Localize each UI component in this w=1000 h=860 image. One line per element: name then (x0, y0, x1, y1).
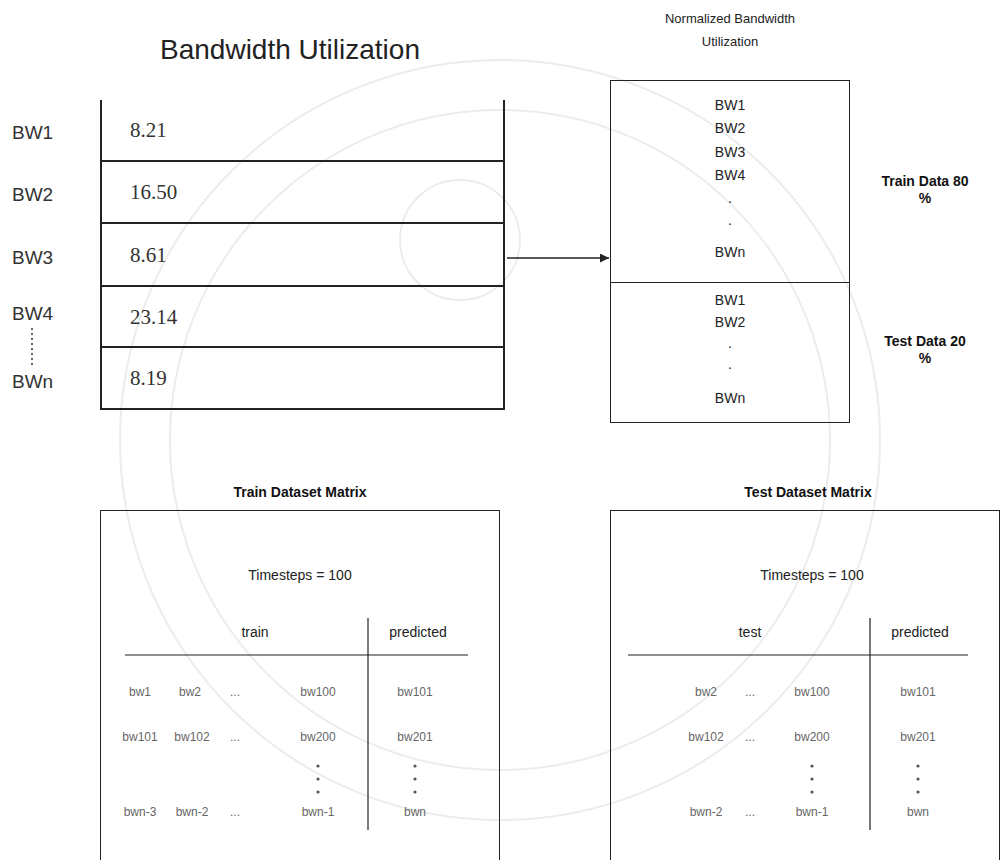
watermark-ring (120, 60, 880, 820)
cell-text: bw201 (900, 730, 935, 744)
cell-text: bwn-2 (176, 805, 209, 819)
watermark-seal (120, 60, 880, 820)
cell-text: bw200 (794, 730, 829, 744)
test-matrix: Test Dataset MatrixTimesteps = 100testpr… (610, 510, 1000, 860)
column-divider (367, 618, 368, 830)
cell-text: bw101 (122, 730, 157, 744)
cell-text: bwn-3 (124, 805, 157, 819)
cell-text: ... (230, 805, 240, 819)
heading: Train Dataset Matrix (233, 484, 366, 501)
ellipsis-dot (916, 777, 919, 780)
cell-text: bw2 (179, 685, 201, 699)
ellipsis-dot (413, 790, 416, 793)
header-rule (125, 654, 468, 655)
cell-text: BW4 (715, 167, 745, 184)
row-label: BW1 (12, 122, 53, 145)
table-frame: 8.2116.508.6123.148.19Bandwidth Utilizat… (100, 100, 505, 410)
column-divider (869, 618, 870, 830)
train-matrix: Train Dataset MatrixTimesteps = 100train… (100, 510, 500, 860)
cell-text: 23.14 (130, 305, 177, 330)
cell-text: bw200 (300, 730, 335, 744)
heading: Bandwidth Utilization (160, 33, 420, 67)
split-label: Test Data 20 % (880, 333, 970, 367)
flow-arrow (507, 257, 609, 259)
cell-text: bw102 (688, 730, 723, 744)
cell-text: bwn-2 (690, 805, 723, 819)
row-label: BW3 (12, 247, 53, 270)
cell-text: Timesteps = 100 (248, 567, 351, 584)
cell-text: ... (230, 685, 240, 699)
table-row: 8.61 (100, 224, 505, 287)
normalized-box: BW1BW2BW3BW4..BWnBW1BW2..BWnNormalized B… (610, 80, 850, 423)
cell-text: bwn-1 (796, 805, 829, 819)
cell-text: bw100 (794, 685, 829, 699)
cell-text: ... (230, 730, 240, 744)
cell-text: BW1 (715, 292, 745, 309)
cell-text: bw2 (695, 685, 717, 699)
cell-text: BWn (715, 244, 745, 261)
cell-text: bw100 (300, 685, 335, 699)
vertical-ellipsis (316, 764, 919, 793)
cell-text: predicted (389, 624, 447, 641)
ellipsis-dot (413, 764, 416, 767)
cell-text: bw102 (174, 730, 209, 744)
test-matrix-lines (628, 618, 968, 830)
cell-text: 8.61 (130, 243, 167, 268)
cell-text: . (728, 335, 732, 352)
cell-text: bw101 (397, 685, 432, 699)
table-row: 8.19 (100, 348, 505, 410)
cell-text: bw201 (397, 730, 432, 744)
cell-text: bwn (404, 805, 426, 819)
train-matrix-lines (125, 618, 468, 830)
ellipsis-dot (810, 777, 813, 780)
cell-text: 8.19 (130, 366, 167, 391)
table-row: 23.14 (100, 287, 505, 348)
ellipsis-dot (413, 777, 416, 780)
test-section: BW1BW2.. BWn (610, 283, 850, 423)
ellipsis-dot (316, 777, 319, 780)
row-label: BW2 (12, 184, 53, 207)
cell-text: bwn-1 (302, 805, 335, 819)
cell-text: BWn (715, 390, 745, 407)
cell-text: bw1 (129, 685, 151, 699)
dotted-continuation (31, 328, 33, 368)
ellipsis-dot (810, 790, 813, 793)
cell-text: 16.50 (130, 180, 177, 205)
heading: Normalized Bandwidth Utilization (650, 7, 810, 54)
watermark-sun (400, 180, 520, 300)
watermark-ring (170, 110, 830, 770)
train-section: BW1BW2BW3BW4.. BWn (610, 80, 850, 283)
table-row: 16.50 (100, 162, 505, 224)
cell-text: bwn (907, 805, 929, 819)
split-label: Train Data 80 % (880, 173, 970, 207)
ellipsis-dot (316, 764, 319, 767)
ellipsis-dot (316, 790, 319, 793)
table-row: 8.21 (100, 100, 505, 162)
cell-text: 8.21 (130, 118, 167, 143)
cell-text: train (241, 624, 268, 641)
row-label: BW4 (12, 303, 53, 326)
cell-text: ... (745, 685, 755, 699)
cell-text: bw101 (900, 685, 935, 699)
cell-text: BW2 (715, 120, 745, 137)
heading: Test Dataset Matrix (744, 484, 871, 501)
cell-text: predicted (891, 624, 949, 641)
cell-text: BW1 (715, 97, 745, 114)
row-label: BWn (12, 371, 53, 394)
cell-text: ... (745, 730, 755, 744)
cell-text: Timesteps = 100 (760, 567, 863, 584)
ellipsis-dot (916, 764, 919, 767)
cell-text: ... (745, 805, 755, 819)
cell-text: BW2 (715, 314, 745, 331)
cell-text: . (728, 190, 732, 207)
cell-text: . (728, 356, 732, 373)
header-rule (628, 654, 968, 655)
cell-text: test (739, 624, 762, 641)
ellipsis-dot (810, 764, 813, 767)
cell-text: BW3 (715, 144, 745, 161)
cell-text: . (728, 212, 732, 229)
ellipsis-dot (916, 790, 919, 793)
